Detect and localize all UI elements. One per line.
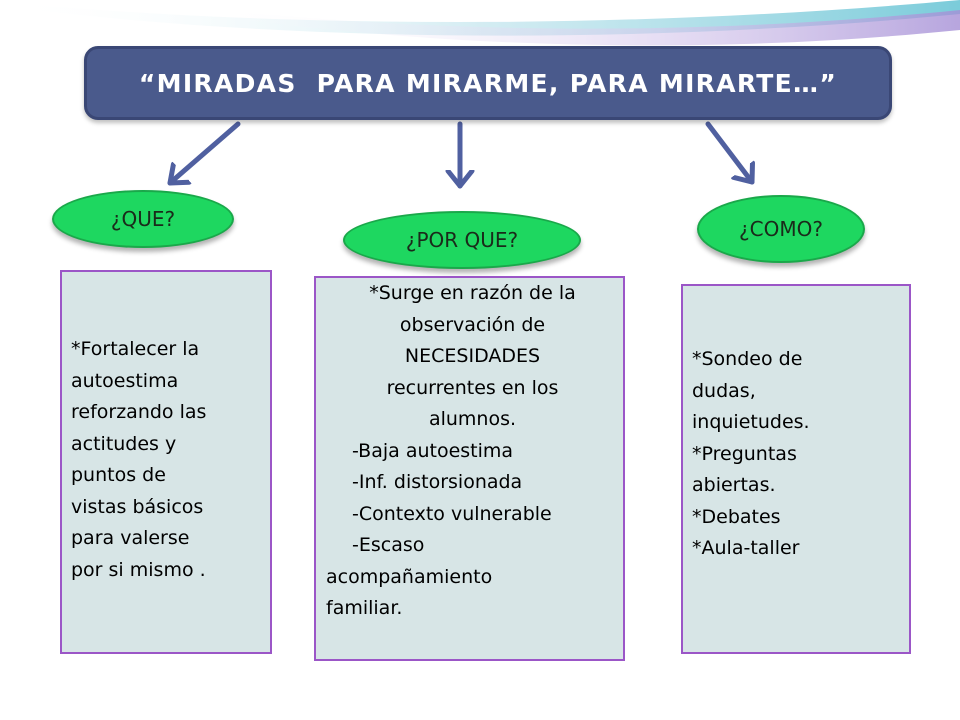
text-line: *Fortalecer la (71, 338, 200, 360)
arrow-que (167, 121, 241, 186)
oval-como-label: ¿COMO? (739, 217, 823, 241)
text-line: autoestima (71, 369, 179, 392)
text-line: *Debates (692, 505, 781, 528)
text-line: reforzando las (71, 401, 207, 423)
text-line: puntos de (71, 464, 166, 486)
text-line: vistas básicos (71, 495, 204, 518)
oval-que-label: ¿QUE? (110, 207, 176, 231)
oval-porque: ¿POR QUE? (343, 211, 581, 269)
text-line: *Surge en razón de la (369, 282, 576, 304)
text-line: -Escaso (352, 534, 425, 556)
text-line: *Sondeo de (692, 348, 803, 370)
text-line: acompañamiento (326, 565, 493, 588)
text-line: familiar. (326, 597, 403, 619)
text-line: abiertas. (692, 474, 776, 496)
text-line: *Preguntas (692, 442, 797, 465)
arrow-como (705, 121, 752, 185)
text-line: para valerse (71, 527, 190, 549)
text-line: -Inf. distorsionada (352, 471, 523, 493)
text-line: -Baja autoestima (352, 439, 514, 462)
box-que: *Fortalecer la autoestima reforzando las… (60, 270, 272, 654)
text-line: NECESIDADES (404, 345, 541, 367)
title-box: “MIRADAS PARA MIRARME, PARA MIRARTE…” (84, 46, 892, 120)
text-line: inquietudes. (692, 411, 810, 433)
oval-porque-label: ¿POR QUE? (405, 228, 519, 252)
text-line: actitudes y (71, 432, 177, 455)
text-line: *Aula-taller (692, 537, 800, 559)
oval-como: ¿COMO? (697, 195, 865, 263)
text-line: alumnos. (428, 408, 517, 430)
oval-que: ¿QUE? (52, 190, 234, 248)
box-como: *Sondeo de dudas, inquietudes. *Pregunta… (681, 284, 911, 654)
text-line: observación de (399, 313, 546, 336)
text-line: -Contexto vulnerable (352, 502, 552, 525)
title-text: “MIRADAS PARA MIRARME, PARA MIRARTE…” (138, 68, 838, 98)
box-porque: *Surge en razón de la observación de NEC… (314, 276, 625, 661)
text-line: recurrentes en los (386, 376, 559, 399)
text-line: dudas, (692, 379, 756, 402)
text-line: por si mismo . (71, 558, 206, 581)
